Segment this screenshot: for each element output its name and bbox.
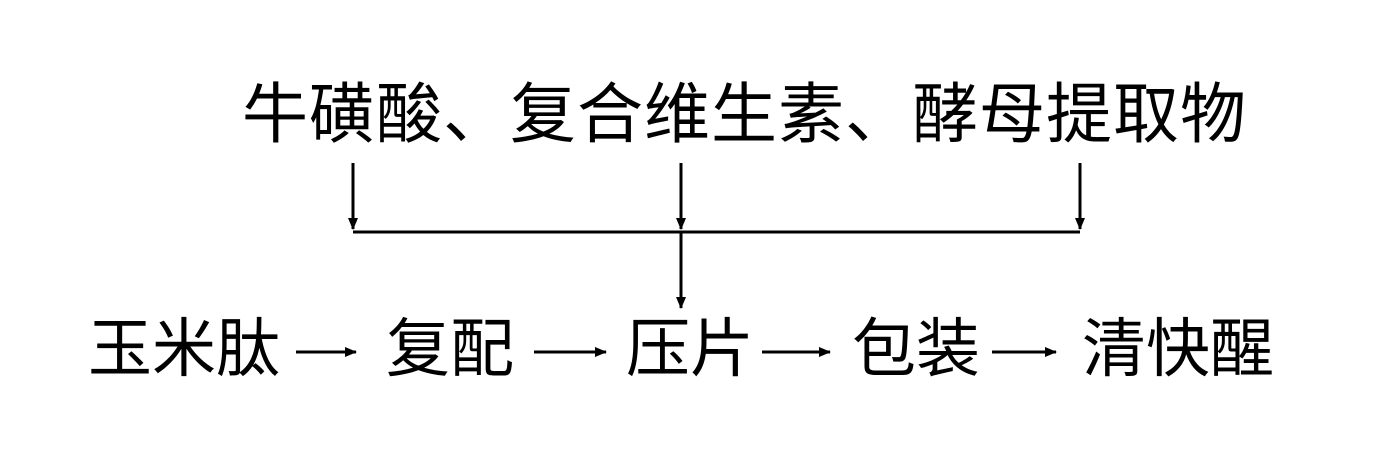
step-tableting: 压片 [626,313,754,387]
step-product: 清快醒 [1082,313,1274,387]
step-packaging: 包装 [852,313,980,387]
ingredients-label: 牛磺酸、复合维生素、酵母提取物 [242,76,1247,153]
step-compounding: 复配 [386,313,514,387]
step-corn-peptide: 玉米肽 [88,313,280,387]
